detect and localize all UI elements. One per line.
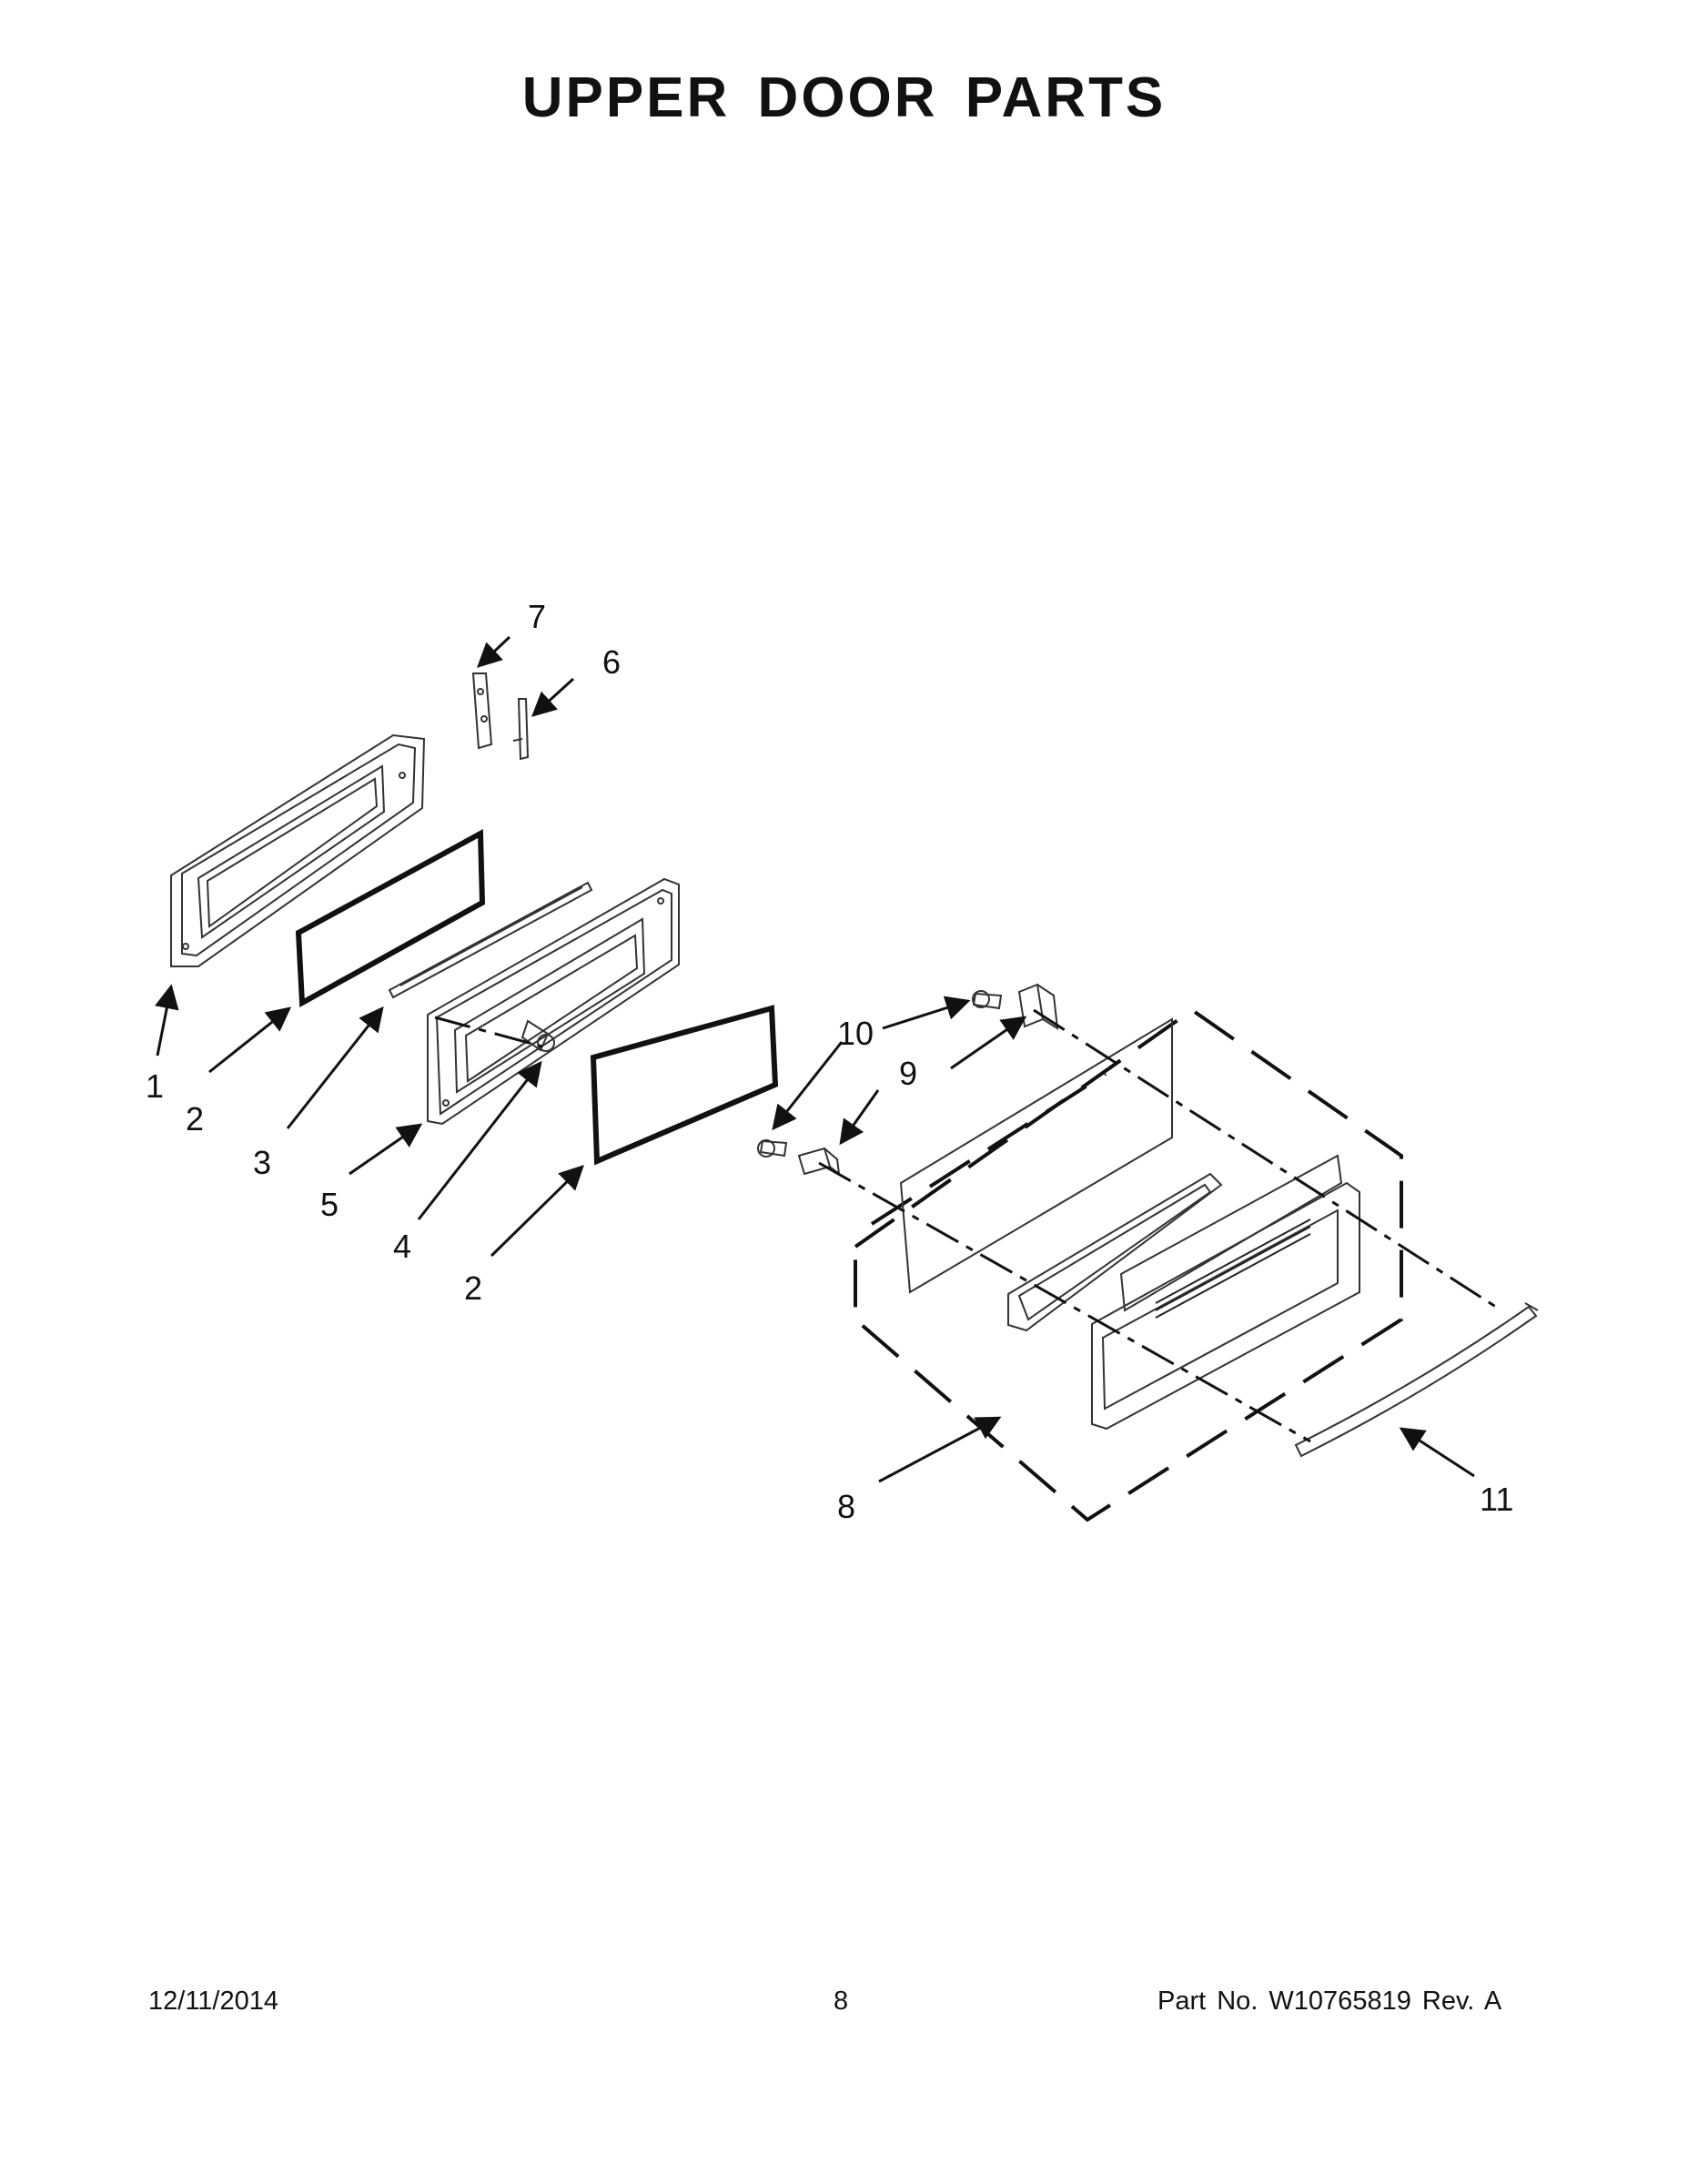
part-6-hinge-pin: [512, 698, 530, 761]
part-10-screws: [757, 990, 1003, 1158]
part-3-trim-strip: [388, 881, 593, 999]
callout-3: 3: [253, 1144, 271, 1181]
callout-10: 10: [837, 1015, 874, 1052]
part-11-handle: [1294, 1302, 1539, 1458]
callout-7: 7: [528, 598, 546, 635]
part-2-glass-pane-lower: [590, 1005, 779, 1166]
callout-2-lower: 2: [464, 1269, 482, 1307]
callout-6: 6: [602, 643, 621, 681]
callout-1: 1: [146, 1067, 164, 1105]
callout-5: 5: [320, 1186, 339, 1223]
part-8-outer-door-assembly: [854, 1007, 1403, 1522]
alignment-lines: [434, 1008, 1502, 1443]
page-title: UPPER DOOR PARTS: [521, 66, 1167, 129]
callout-11: 11: [1480, 1481, 1513, 1518]
part-5-outer-door-frame: [427, 877, 680, 1126]
footer-date: 12/11/2014: [148, 1987, 278, 2016]
part-2-glass-pane-upper: [295, 829, 486, 1007]
callout-2-upper: 2: [186, 1100, 204, 1138]
part-8-door-details: [899, 1017, 1360, 1431]
callout-arrows: [155, 635, 1475, 1483]
callout-9: 9: [899, 1055, 917, 1092]
footer-part-number: Part No. W10765819 Rev. A: [1157, 1987, 1502, 2016]
part-4-screw: [521, 1019, 555, 1052]
part-1-inner-door-frame: [170, 733, 426, 967]
footer-page-number: 8: [834, 1987, 849, 2016]
callout-8: 8: [837, 1488, 855, 1525]
callout-4: 4: [393, 1228, 411, 1265]
part-7-hinge-bracket: [471, 672, 493, 750]
